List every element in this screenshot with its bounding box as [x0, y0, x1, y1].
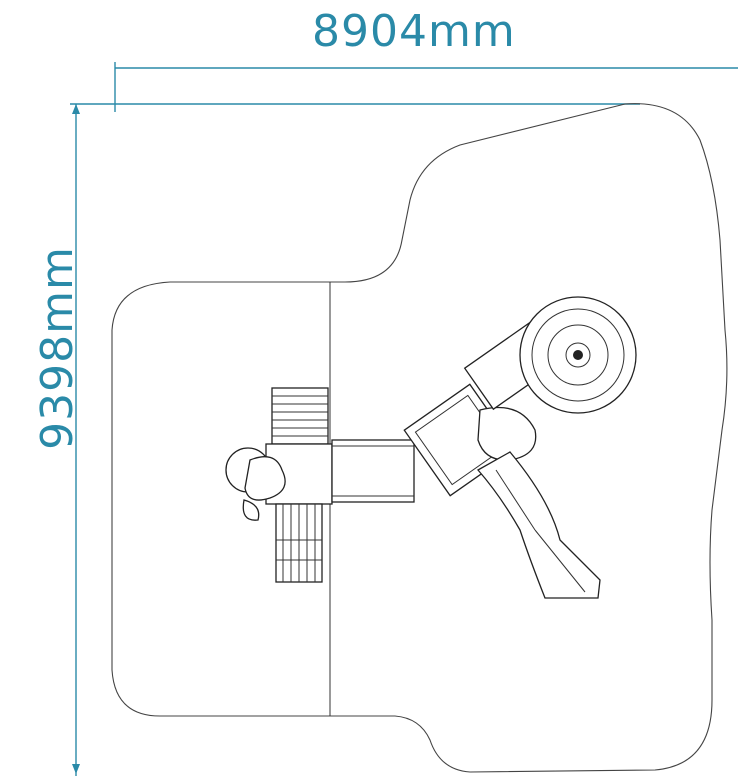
height-dimension-line	[70, 103, 640, 776]
platform-deck	[225, 443, 333, 521]
wave-slide	[476, 451, 601, 599]
bridge	[331, 439, 415, 503]
spiral-tube-slide	[519, 296, 637, 414]
slide-edge-line	[495, 469, 536, 531]
spiral-slide	[275, 503, 323, 583]
width-dimension-label: 8904mm	[312, 6, 516, 57]
tower-panel	[477, 406, 537, 461]
ladder	[271, 387, 329, 445]
safety-zone-outline	[111, 103, 728, 773]
slide-edge-line	[534, 529, 586, 593]
